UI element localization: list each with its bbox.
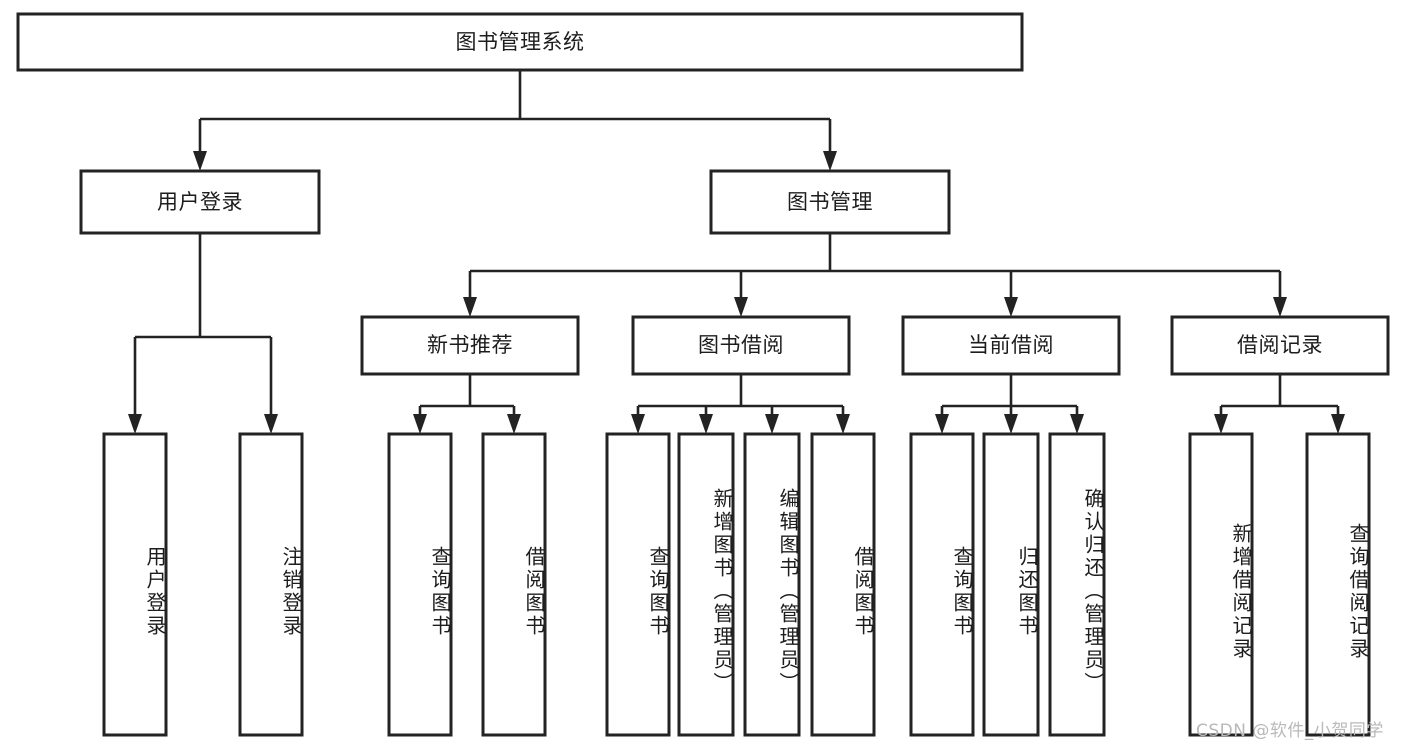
arrowhead-icon [935,414,949,434]
arrowhead-icon [1273,297,1287,317]
arrowhead-icon [1004,297,1018,317]
node-box-root[interactable] [16,12,1024,72]
watermark: CSDN @软件_小贺同学 [1196,721,1384,741]
node-box-leaf-borrow-book[interactable] [810,432,876,737]
node-box-book-borrow[interactable] [631,315,851,376]
node-box-user-login[interactable] [79,169,321,235]
arrowhead-icon [823,151,837,171]
node-box-borrow-record[interactable] [1170,315,1390,376]
node-box-book-manage[interactable] [709,169,951,235]
arrowhead-icon [734,297,748,317]
node-box-leaf-add-book-admin[interactable] [677,432,735,737]
arrowhead-icon [765,414,779,434]
arrowhead-icon [264,414,278,434]
arrowhead-icon [699,414,713,434]
connector-layer [128,70,1345,434]
arrowhead-icon [507,414,521,434]
node-box-leaf-edit-book-admin[interactable] [743,432,801,737]
node-box-leaf-query-borrow-record[interactable] [1305,432,1371,737]
node-box-current-borrow[interactable] [901,315,1121,376]
arrowhead-icon [1070,414,1084,434]
arrowhead-icon [1331,414,1345,434]
arrowhead-icon [463,297,477,317]
arrowhead-icon [413,414,427,434]
node-box-leaf-query-book-borrow[interactable] [605,432,671,737]
node-box-leaf-borrow-book-rec[interactable] [481,432,547,737]
node-box-leaf-return-book[interactable] [982,432,1040,737]
arrowhead-icon [193,151,207,171]
node-box-leaf-add-borrow-record[interactable] [1188,432,1254,737]
node-box-leaf-query-book-current[interactable] [909,432,975,737]
arrowhead-icon [1004,414,1018,434]
node-box-new-book-rec[interactable] [360,315,580,376]
arrowhead-icon [128,414,142,434]
arrowhead-icon [1214,414,1228,434]
node-box-leaf-user-logout[interactable] [238,432,304,737]
arrowhead-icon [836,414,850,434]
node-box-leaf-query-book-rec[interactable] [387,432,453,737]
arrowhead-icon [631,414,645,434]
node-box-leaf-user-login[interactable] [102,432,168,737]
node-box-layer [16,12,1390,737]
node-box-leaf-confirm-return-admin[interactable] [1048,432,1106,737]
